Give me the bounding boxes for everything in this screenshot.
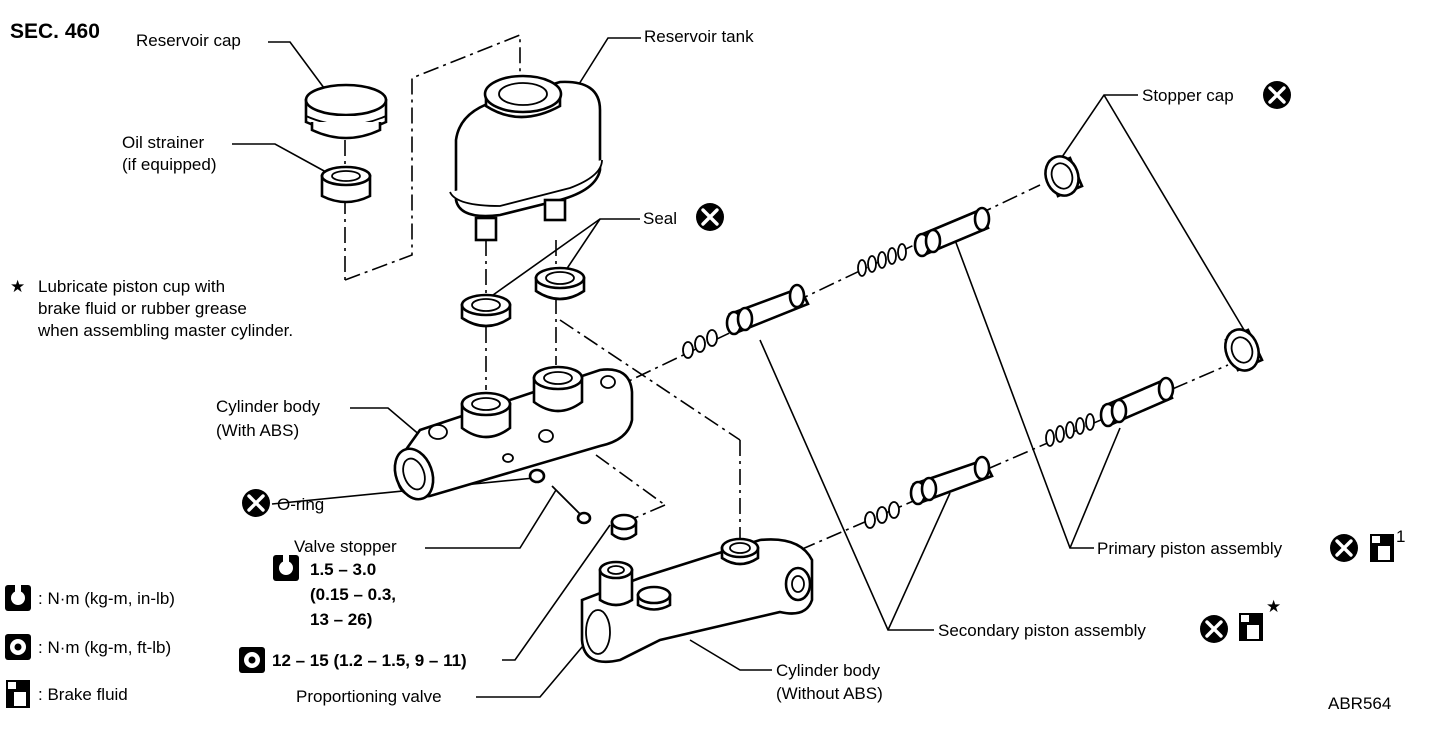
brake-fluid-icon — [6, 680, 30, 708]
seal-right — [534, 266, 586, 301]
label-cylinder-body-noabs-1: Cylinder body — [776, 661, 880, 680]
upper-spring-small — [682, 329, 718, 359]
section-label: SEC. 460 — [10, 20, 100, 43]
note-line-3: when assembling master cylinder. — [37, 321, 293, 340]
note-star: ★ — [10, 277, 25, 296]
primary-piston-replace-icon — [1328, 532, 1360, 564]
torque-in-lb-icon — [5, 585, 31, 611]
upper-secondary-piston — [725, 283, 810, 336]
note-line-1: Lubricate piston cup with — [38, 277, 225, 296]
label-valve-stopper: Valve stopper — [294, 537, 397, 556]
label-valve-stopper-torque-1: 1.5 – 3.0 — [310, 560, 376, 579]
secondary-piston-fluid-icon — [1239, 613, 1263, 641]
label-cylinder-body-noabs-2: (Without ABS) — [776, 684, 883, 703]
o-ring — [502, 453, 546, 484]
stopper-cap-replace-icon — [1261, 79, 1293, 111]
legend-text-2: : N·m (kg-m, ft-lb) — [38, 638, 171, 657]
lower-primary-piston — [1099, 376, 1175, 428]
seal-left — [460, 293, 512, 328]
legend-text-3: : Brake fluid — [38, 685, 128, 704]
primary-piston-fluid-icon — [1370, 534, 1394, 562]
lower-spring-small — [864, 501, 900, 529]
label-oil-strainer-2: (if equipped) — [122, 155, 217, 174]
cylinder-body-without-abs — [580, 537, 814, 664]
label-stopper-cap: Stopper cap — [1142, 86, 1234, 105]
proportioning-valve — [610, 513, 638, 541]
lower-secondary-piston — [909, 455, 994, 506]
reservoir-cap — [304, 83, 388, 140]
torque-ft-lb-icon — [5, 634, 31, 660]
secondary-piston-replace-icon — [1198, 613, 1230, 645]
lower-spring-large — [1045, 413, 1095, 447]
valve-stopper — [551, 485, 592, 525]
oil-strainer — [320, 165, 372, 204]
leader-lines — [232, 37, 1251, 698]
label-seal: Seal — [643, 209, 677, 228]
label-reservoir-cap: Reservoir cap — [136, 31, 241, 50]
o-ring-replace-icon — [240, 487, 272, 519]
label-secondary-star: ★ — [1266, 597, 1281, 616]
upper-stopper-cap — [1044, 155, 1084, 198]
label-valve-stopper-torque-2: (0.15 – 0.3, — [310, 585, 396, 604]
proportioning-torque-icon — [239, 647, 265, 673]
reservoir-tank — [449, 74, 603, 242]
upper-primary-piston — [913, 206, 991, 258]
label-valve-stopper-torque-3: 13 – 26) — [310, 610, 372, 629]
note-line-2: brake fluid or rubber grease — [38, 299, 247, 318]
label-o-ring: O-ring — [277, 495, 324, 514]
valve-stopper-torque-icon — [273, 555, 299, 581]
label-primary-superscript: 1 — [1396, 527, 1405, 546]
upper-spring-large — [857, 243, 907, 277]
figure-code: ABR564 — [1328, 694, 1391, 713]
label-primary-piston: Primary piston assembly — [1097, 539, 1283, 558]
legend-text-1: : N·m (kg-m, in-lb) — [38, 589, 175, 608]
seal-replace-icon — [694, 201, 726, 233]
label-proportioning-valve: Proportioning valve — [296, 687, 442, 706]
label-oil-strainer-1: Oil strainer — [122, 133, 205, 152]
lower-stopper-cap — [1224, 328, 1264, 372]
label-cylinder-body-abs-2: (With ABS) — [216, 421, 299, 440]
label-cylinder-body-abs-1: Cylinder body — [216, 397, 320, 416]
label-reservoir-tank: Reservoir tank — [644, 27, 754, 46]
label-secondary-piston: Secondary piston assembly — [938, 621, 1146, 640]
cylinder-body-with-abs — [393, 365, 634, 501]
label-proportioning-torque: 12 – 15 (1.2 – 1.5, 9 – 11) — [272, 651, 467, 670]
